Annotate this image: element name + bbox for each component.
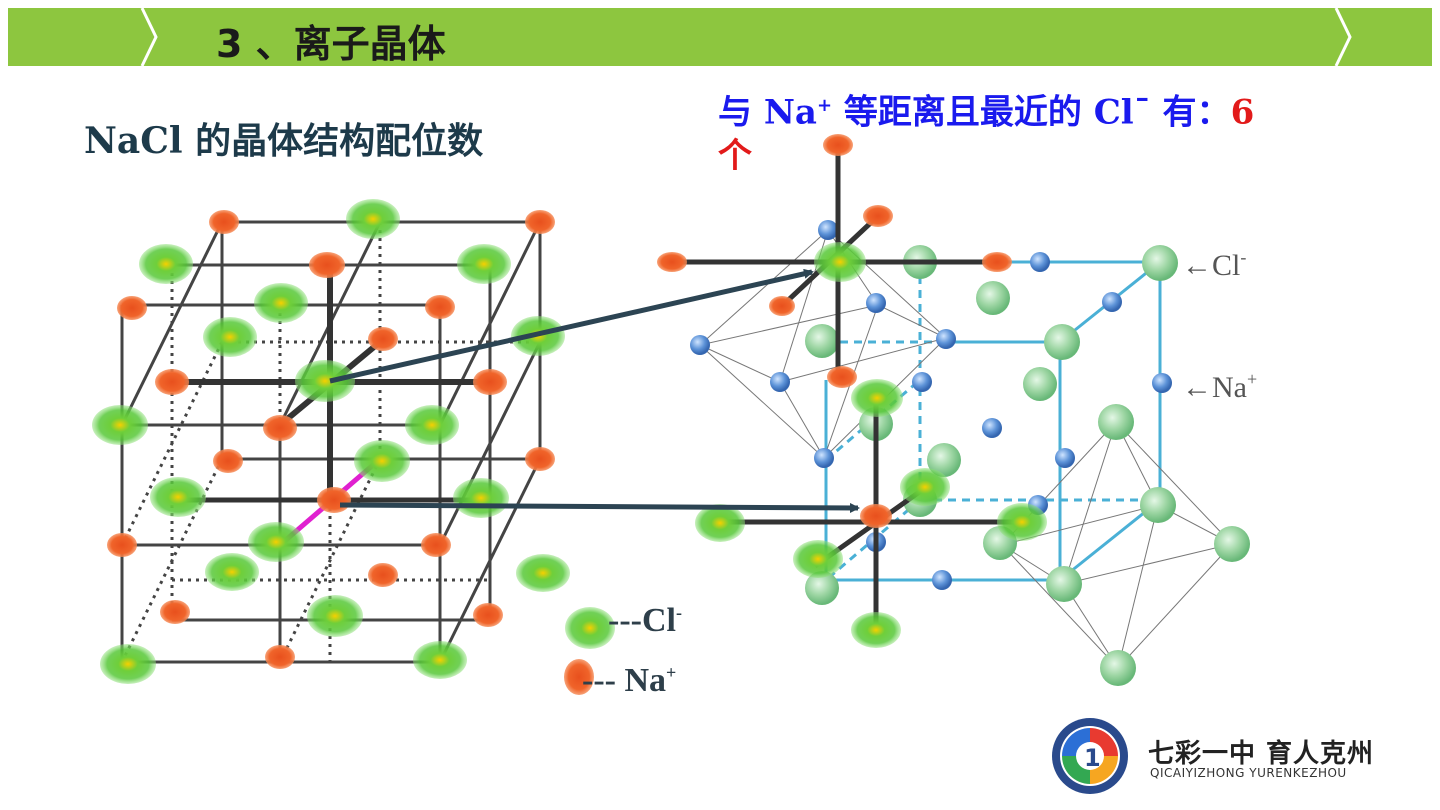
arrow-na-center bbox=[339, 502, 860, 513]
legend-na-charge: + bbox=[666, 662, 677, 683]
slide-title: 3 、离子晶体 bbox=[216, 22, 446, 66]
arrow-cl-center bbox=[329, 268, 814, 384]
diagram-label-cl: ←Cl- bbox=[1182, 247, 1246, 282]
diagram-label-na: ←Na+ bbox=[1182, 369, 1257, 404]
legend-cl-symbol bbox=[565, 607, 615, 649]
legend-cl: ---Cl- bbox=[608, 602, 682, 640]
subtitle-text: 的晶体结构配位数 bbox=[182, 121, 484, 162]
emblem-digit: 1 bbox=[1084, 744, 1101, 772]
note-ion-cl: Cl bbox=[1093, 92, 1134, 133]
note-text-1: 与 bbox=[718, 92, 764, 133]
note-ion-cl-charge: ¯ bbox=[1133, 92, 1151, 133]
coordination-note: 与 Na+ 等距离且最近的 Cl¯ 有：6 个 bbox=[718, 84, 1378, 178]
legend-na-text: --- Na bbox=[582, 662, 667, 699]
school-emblem-icon: 1 bbox=[1052, 718, 1128, 794]
diagram-label-cl-text: ←Cl bbox=[1182, 249, 1240, 282]
subtitle: NaCl 的晶体结构配位数 bbox=[84, 116, 483, 167]
school-name: 七彩一中 育人克州 bbox=[1148, 739, 1375, 769]
note-ion-na-charge: + bbox=[816, 95, 833, 116]
diagram-label-na-charge: + bbox=[1247, 369, 1257, 389]
note-unit: 个 bbox=[718, 136, 752, 177]
diagram-label-na-text: ←Na bbox=[1182, 371, 1247, 404]
school-name-pinyin: QICAIYIZHONG YURENKEZHOU bbox=[1150, 766, 1347, 780]
note-ion-na: Na bbox=[763, 92, 817, 133]
header-banner bbox=[8, 7, 1432, 67]
subtitle-formula: NaCl bbox=[84, 120, 183, 162]
note-text-3: 有： bbox=[1150, 92, 1231, 133]
legend-na-symbol bbox=[564, 659, 594, 695]
nacl-unit-cell-left bbox=[92, 199, 570, 684]
legend-cl-charge: - bbox=[675, 602, 682, 623]
legend-na: --- Na+ bbox=[582, 662, 676, 700]
note-text-2: 等距离且最近的 bbox=[832, 92, 1094, 133]
nacl-coordination-right: ←Cl- ←Na+ bbox=[657, 134, 1257, 686]
note-answer: 6 bbox=[1230, 92, 1255, 133]
legend-cl-text: ---Cl bbox=[608, 602, 676, 639]
diagram-label-cl-charge: - bbox=[1240, 247, 1246, 267]
